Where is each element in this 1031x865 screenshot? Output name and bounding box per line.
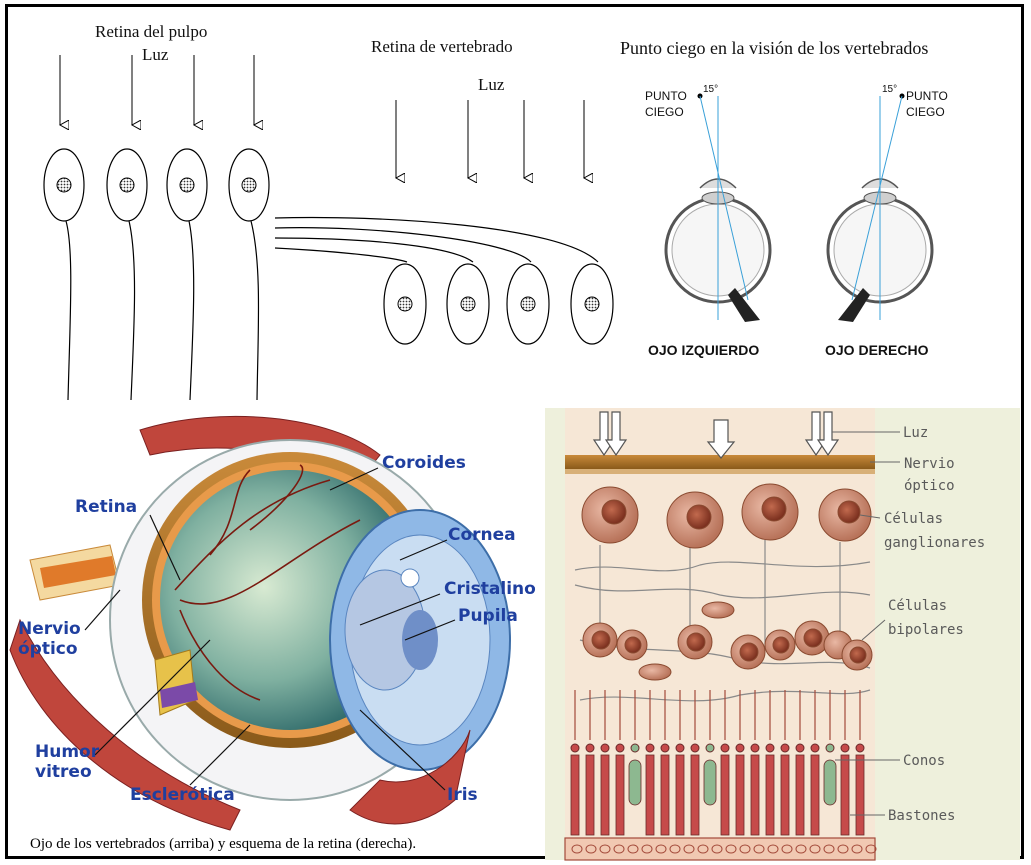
label-optico: óptico <box>904 478 955 494</box>
nerve-fiber <box>66 221 71 400</box>
nerve-fiber <box>275 218 598 262</box>
blind-spot-label: PUNTO <box>645 89 687 103</box>
label-nervio: Nervio <box>18 619 81 639</box>
left-eye-drawing: PUNTO CIEGO 15° OJO IZQUIERDO <box>645 84 770 358</box>
nerve-fiber <box>189 221 194 400</box>
cell-nucleus <box>585 297 599 311</box>
cell-nucleus <box>180 178 194 192</box>
angle-label: 15° <box>882 84 897 95</box>
label-cornea: Cornea <box>448 525 516 545</box>
left-eye-label: OJO IZQUIERDO <box>648 342 759 358</box>
label-coroides: Coroides <box>382 453 466 473</box>
blind-spot-title: Punto ciego en la visión de los vertebra… <box>620 38 928 58</box>
cell-nucleus <box>120 178 134 192</box>
right-eye-label: OJO DERECHO <box>825 342 929 358</box>
blind-spot-diagram: Punto ciego en la visión de los vertebra… <box>620 38 948 358</box>
cell-nucleus <box>461 297 475 311</box>
label-bastones: Bastones <box>888 808 955 824</box>
cell-nucleus <box>242 178 256 192</box>
pupil <box>402 610 438 670</box>
right-eye-drawing: PUNTO CIEGO 15° OJO DERECHO <box>825 84 948 358</box>
horizontal-cell <box>702 602 734 618</box>
label-nervio: Nervio <box>904 456 955 472</box>
blind-spot-label: PUNTO <box>906 89 948 103</box>
label-celulas-bipolares: Células <box>888 598 947 614</box>
octopus-light-label: Luz <box>142 45 169 64</box>
label-retina: Retina <box>75 497 137 517</box>
vertebrate-retina-title: Retina de vertebrado <box>371 37 513 56</box>
label-iris: Iris <box>447 785 478 805</box>
label-bipolares: bipolares <box>888 622 964 638</box>
nerve-fiber <box>251 221 259 400</box>
horizontal-cell <box>639 664 671 680</box>
retina-layers-illustration: Luz Nervio óptico Células ganglionares C… <box>545 408 1020 860</box>
label-celulas-ganglionares: Células <box>884 511 943 527</box>
label-cristalino: Cristalino <box>444 579 536 599</box>
octopus-retina-title: Retina del pulpo <box>95 22 207 41</box>
label-humor: Humor <box>35 742 100 762</box>
angle-label: 15° <box>703 84 718 95</box>
cell-nucleus <box>57 178 71 192</box>
blind-spot-label: CIEGO <box>906 105 945 119</box>
blind-spot-label: CIEGO <box>645 105 684 119</box>
pigment-epithelium <box>565 838 875 860</box>
label-vitreo: vitreo <box>35 762 92 782</box>
cell-nucleus <box>521 297 535 311</box>
label-pupila: Pupila <box>458 606 518 626</box>
vertebrate-light-label: Luz <box>478 75 505 94</box>
figure-caption: Ojo de los vertebrados (arriba) y esquem… <box>30 836 416 853</box>
label-esclerotica: Esclerótica <box>130 785 235 805</box>
cell-nucleus <box>398 297 412 311</box>
label-ganglionares: ganglionares <box>884 535 985 551</box>
nerve-fiber <box>129 221 135 400</box>
eye-anatomy-illustration: Coroides Retina Cornea Cristalino Pupila… <box>10 416 536 830</box>
vertebrate-retina-diagram: Retina de vertebrado Luz <box>275 37 613 344</box>
nerve-fiber <box>275 248 407 262</box>
label-optico: óptico <box>18 639 78 659</box>
label-luz: Luz <box>903 425 928 441</box>
octopus-retina-diagram: Retina del pulpo Luz <box>44 22 269 400</box>
label-conos: Conos <box>903 753 945 769</box>
